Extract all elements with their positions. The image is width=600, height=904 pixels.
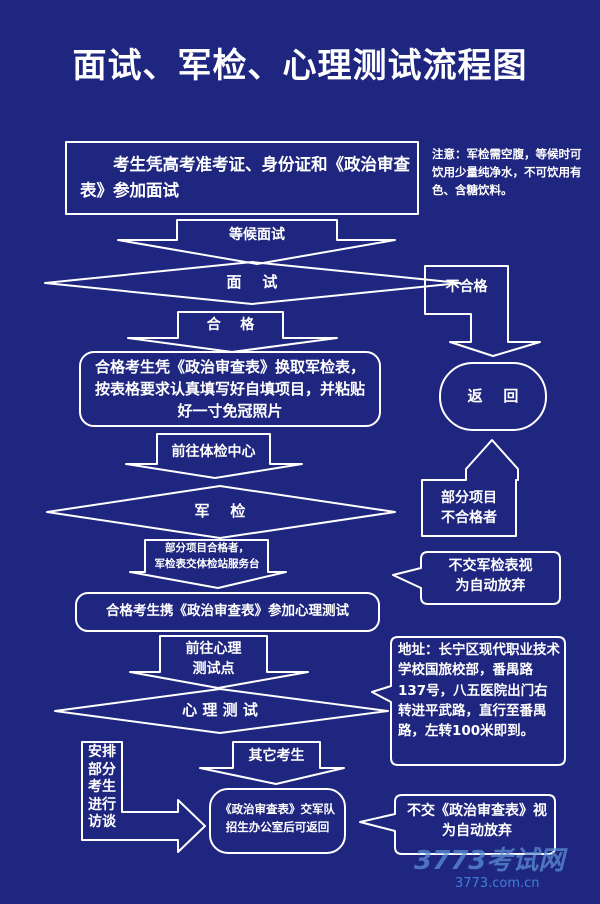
psy-label: 心 理 测 试	[182, 701, 258, 719]
arrow-goto-medical	[125, 433, 303, 479]
box-step3	[75, 592, 380, 632]
return-label: 返 回	[467, 387, 519, 405]
callout-no-form	[392, 551, 561, 605]
box-final	[209, 788, 346, 854]
watermark-logo: 3773考试网	[414, 846, 565, 876]
arrow-arrange	[81, 741, 206, 853]
wait-interview-label: 等候面试	[229, 227, 285, 243]
watermark-url: 3773.com.cn	[455, 876, 540, 891]
callout-address	[371, 636, 566, 766]
callout-no-review	[359, 794, 556, 855]
arrange-label: 安排 部分 考生 进行 访谈	[88, 744, 116, 830]
step3-text: 合格考生携《政治审查表》参加心理测试	[106, 603, 349, 619]
pass-label: 合 格	[206, 317, 255, 333]
partial-fail-label: 部分项目 不合格者	[441, 490, 497, 526]
arrow-pass	[127, 311, 338, 353]
arrow-others	[199, 741, 345, 785]
arrow-partial-pass	[129, 539, 287, 589]
partial-pass-label: 部分项目合格者， 军检表交体检站服务台	[154, 542, 260, 570]
diamond-psy	[54, 688, 389, 734]
medical-label: 军 检	[194, 502, 246, 520]
diamond-medical	[46, 485, 396, 539]
page-title: 面试、军检、心理测试流程图	[72, 46, 528, 86]
step1-text: 考生凭高考准考证、身份证和《政治审查表》参加面试	[80, 155, 410, 201]
final-label: 《政治审查表》交军队 招生办公室后可返回	[220, 802, 335, 835]
step2-text: 合格考生凭《政治审查表》换取军检表，按表格要求认真填写好自填项目，并粘贴好一寸免…	[94, 358, 365, 420]
arrow-fail	[424, 265, 541, 357]
interview-label: 面 试	[226, 273, 278, 291]
diamond-interview	[44, 261, 461, 305]
goto-medical-label: 前往体检中心	[171, 444, 256, 460]
box-step2	[79, 351, 381, 427]
box-step1	[65, 141, 419, 215]
address-text: 地址：长宁区现代职业技术学校国旅校部，番禺路137号，八五医院出门右转进平武路，…	[398, 642, 560, 739]
return-capsule	[439, 362, 547, 431]
arrow-goto-psy	[129, 635, 309, 689]
no-form-label: 不交军检表视 为自动放弃	[448, 558, 533, 594]
arrow-partial-fail	[421, 439, 519, 537]
arrow-wait-interview	[117, 219, 396, 265]
goto-psy-label: 前往心理 测试点	[185, 641, 242, 677]
no-review-label: 不交《政治审查表》视为自动放弃	[407, 803, 547, 840]
fail-label: 不合格	[445, 279, 488, 295]
note-text: 注意：军检需空腹，等候时可饮用少量纯净水，不可饮用有色、含糖饮料。	[432, 147, 582, 197]
others-label: 其它考生	[248, 748, 305, 764]
